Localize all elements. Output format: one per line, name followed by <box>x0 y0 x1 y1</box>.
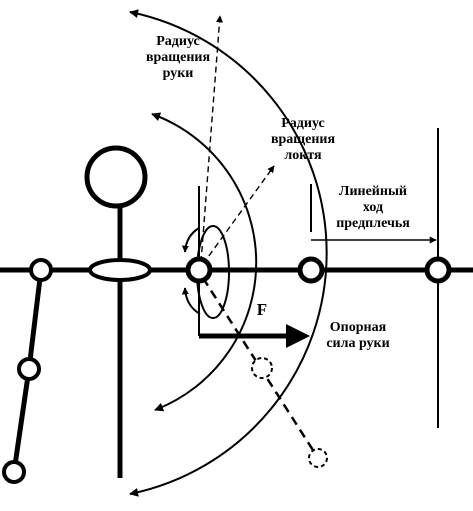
arm-radius-line-2: вращения <box>145 50 211 65</box>
elbow-radius-line-1: Радиус <box>281 116 325 131</box>
shoulder-ellipse <box>88 258 152 282</box>
head <box>84 145 148 209</box>
shoulder-joint <box>185 256 213 284</box>
arm-radius-line-1: Радиус <box>156 34 200 49</box>
arm-rotation-arc <box>129 9 328 497</box>
elbow-radius-line-3: локтя <box>284 148 322 163</box>
elbow-radius-line-2: вращения <box>270 132 336 147</box>
left-elbow-joint <box>17 357 41 381</box>
elbow-joint <box>297 256 325 284</box>
linear-line-1: Линейный <box>339 184 407 199</box>
elbow-radius-dashed-line <box>202 165 275 265</box>
support-line-2: сила руки <box>326 336 390 351</box>
elbow-rotation-arc <box>151 112 258 412</box>
support-force-label: Опорная сила руки <box>310 320 406 352</box>
arm-radius-dashed-line <box>200 15 224 263</box>
hand-joint <box>424 256 452 284</box>
lowered-hand-joint <box>308 448 328 468</box>
left-limb-upper <box>26 269 44 370</box>
rotation-arrow-lower <box>181 287 201 315</box>
linear-forearm-travel-label: Линейный ход предплечья <box>318 184 428 232</box>
left-hand-joint <box>2 460 26 484</box>
force-arrow-head <box>286 324 310 348</box>
linear-line-3: предплечья <box>336 216 410 231</box>
lowered-elbow-joint <box>251 357 273 379</box>
elbow-rotation-radius-label: Радиус вращения локтя <box>248 116 358 164</box>
arm-rotation-radius-label: Радиус вращения руки <box>128 34 228 82</box>
left-shoulder-joint <box>29 258 53 282</box>
force-symbol-label: F <box>256 300 268 319</box>
linear-line-2: ход <box>362 200 384 215</box>
support-line-1: Опорная <box>329 320 387 335</box>
left-limb-lower <box>11 368 32 473</box>
arm-radius-line-3: руки <box>162 66 194 81</box>
rotation-arrow-upper <box>181 227 200 253</box>
